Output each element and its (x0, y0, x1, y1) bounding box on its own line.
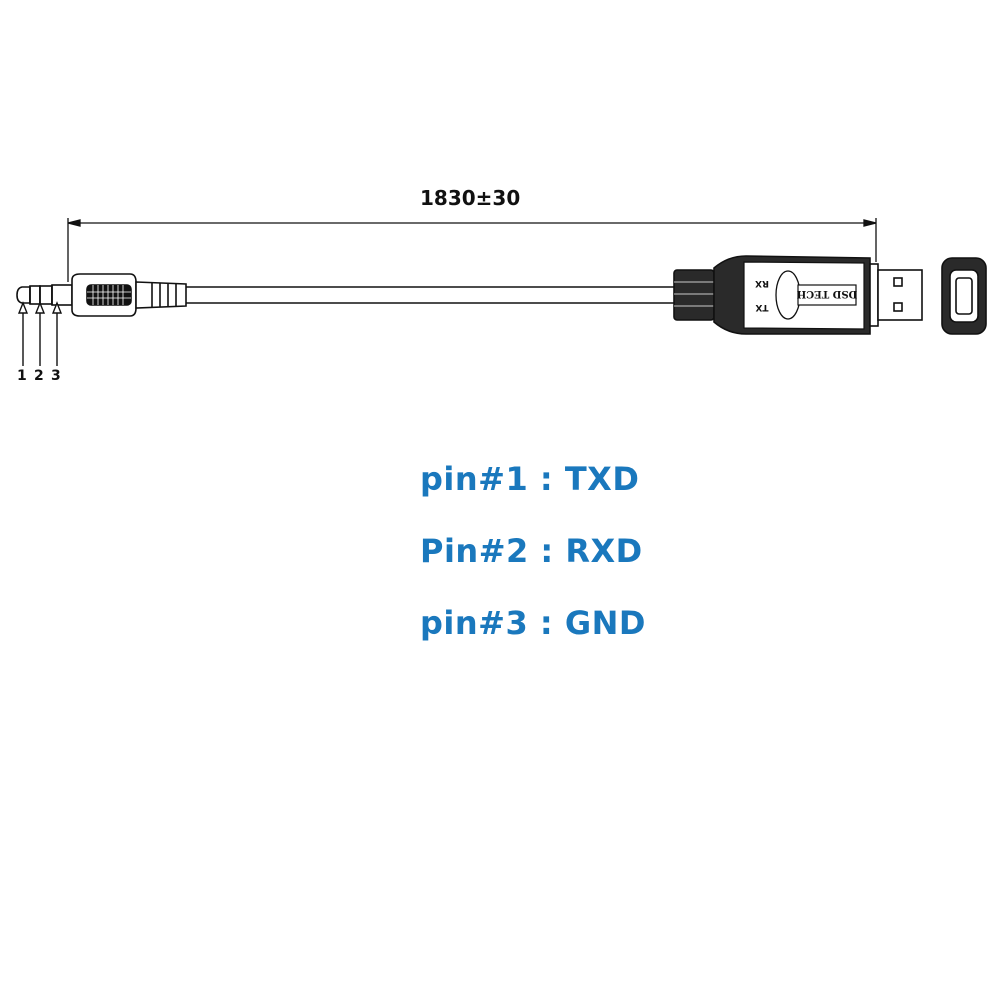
pin-number-1: 1 (17, 368, 27, 384)
pin-arrows (17, 301, 63, 366)
rx-label: RX (755, 278, 769, 288)
usb-adapter (673, 255, 923, 335)
pinout-line-1: pin#1 : TXD (420, 460, 640, 498)
usb-end-view (941, 257, 987, 335)
cable (186, 286, 674, 304)
pin-number-3: 3 (51, 368, 61, 384)
usb-labels: RX TX DSD TECH (755, 278, 857, 312)
pinout-line-2: Pin#2 : RXD (420, 532, 643, 570)
brand-label: DSD TECH (797, 288, 858, 299)
pinout-line-3: pin#3 : GND (420, 604, 646, 642)
length-dimension: 1830±30 (420, 186, 521, 210)
dimension-line (67, 218, 877, 282)
audio-jack-plug (16, 273, 187, 317)
tx-label: TX (755, 302, 768, 312)
pin-number-2: 2 (34, 368, 44, 384)
